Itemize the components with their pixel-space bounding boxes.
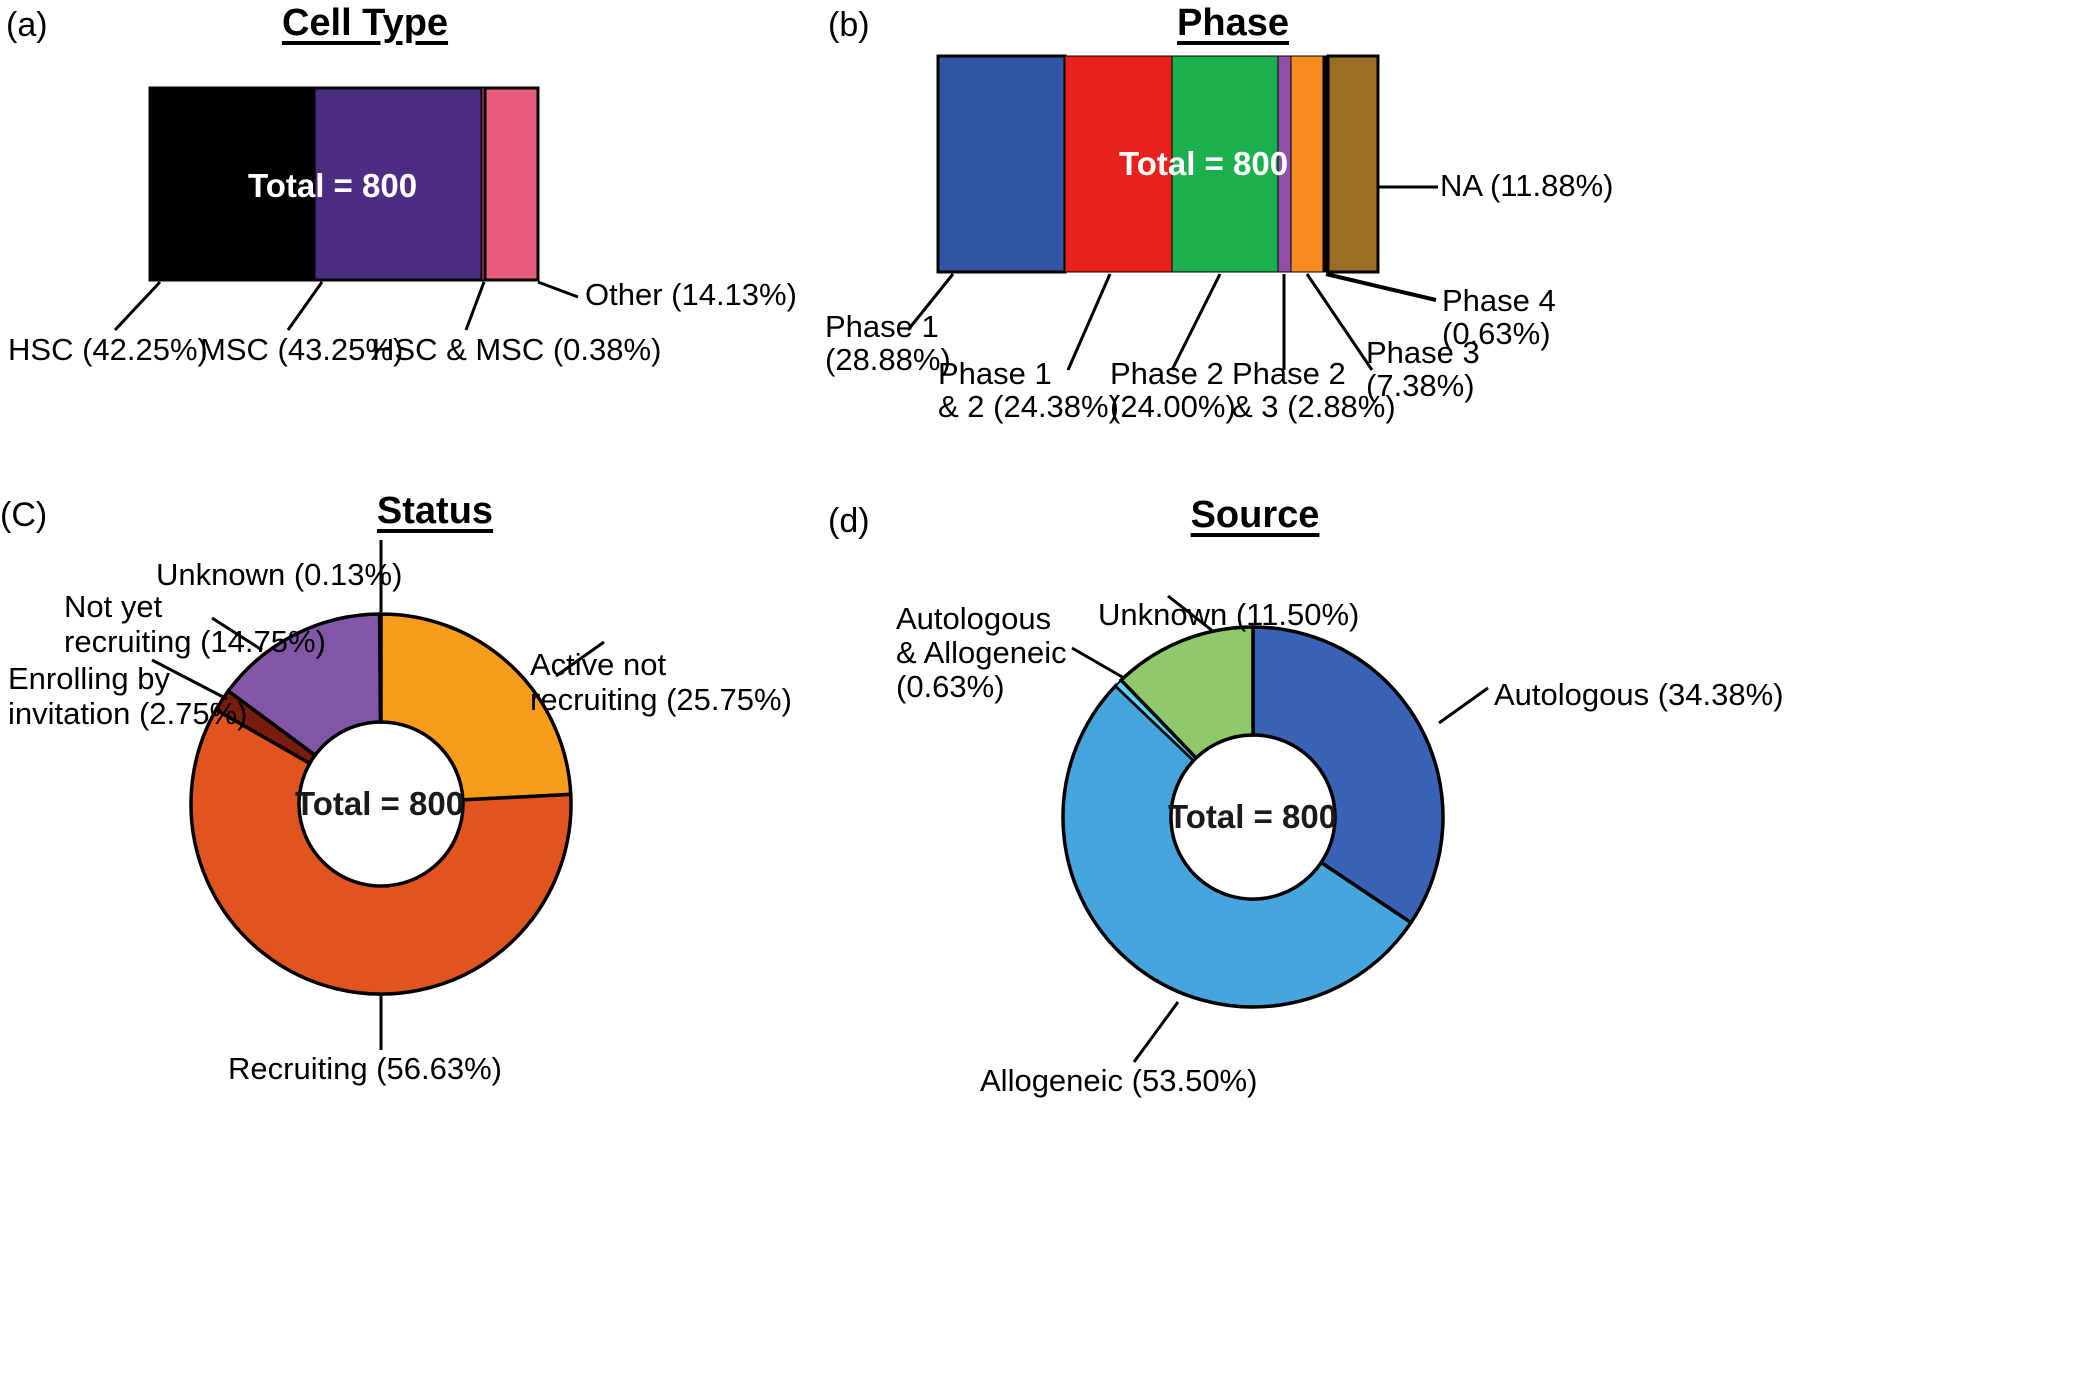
- label-not-yet-recruiting-line2: recruiting (14.75%): [64, 624, 326, 659]
- label-phase3-line1: Phase 3: [1366, 335, 1480, 370]
- donut-slice-unknown: [378, 612, 382, 724]
- leader-line-autologous-and-allogeneic: [1071, 646, 1125, 680]
- phase-bar-svg: [906, 54, 1438, 371]
- label-phase4-line1: Phase 4: [1442, 283, 1556, 318]
- label-enrolling-line1: Enrolling by: [8, 661, 170, 696]
- leader-line-phase2: [1170, 273, 1222, 371]
- leader-line-msc: [286, 281, 324, 331]
- bar-segment-other: [483, 86, 540, 282]
- bar-segment-phase1: [936, 54, 1067, 274]
- leader-line-hsc: [113, 280, 162, 332]
- panel-d-letter: (d): [828, 502, 870, 540]
- label-recruiting: Recruiting (56.63%): [228, 1051, 502, 1086]
- leader-line-active-not-recruiting: [555, 640, 605, 678]
- leader-line-phase1and2: [1066, 273, 1112, 371]
- leader-line-phase4: [1325, 272, 1437, 302]
- bar-segment-phase3: [1290, 55, 1324, 273]
- leader-line-hsc-msc: [464, 281, 486, 331]
- label-phase2-line2: (24.00%): [1110, 389, 1236, 424]
- label-msc: MSC (43.25%): [200, 332, 404, 367]
- leader-line-phase1: [906, 273, 955, 331]
- leader-line-allogeneic: [1132, 1001, 1180, 1063]
- label-autologous: Autologous (34.38%): [1494, 677, 1784, 712]
- leader-line-enrolling-by-invitation: [151, 658, 228, 701]
- status-total-label: Total = 800: [295, 785, 465, 822]
- panel-b-title: Phase: [1177, 2, 1289, 44]
- label-phase1and2-line2: & 2 (24.38%): [938, 389, 1119, 424]
- bar-segment-hsc: [148, 86, 316, 282]
- label-na: NA (11.88%): [1440, 168, 1614, 203]
- label-phase2and3-line1: Phase 2: [1232, 356, 1346, 391]
- donut-slice-active-not-recruiting: [379, 612, 573, 802]
- cell-type-total-label: Total = 800: [248, 167, 418, 204]
- label-active-not-recruiting-line1: Active not: [530, 647, 667, 682]
- panel-d-title: Source: [1190, 494, 1320, 536]
- phase-total-label: Total = 800: [1119, 145, 1289, 182]
- label-active-not-recruiting-line2: recruiting (25.75%): [530, 682, 792, 717]
- donut-slice-recruiting: [189, 707, 573, 996]
- donut-slice-allogeneic: [1061, 683, 1414, 1009]
- panel-a-title: Cell Type: [281, 2, 449, 44]
- label-phase1-line2: (28.88%): [825, 342, 951, 377]
- donut-slice-not-yet-recruiting: [225, 612, 383, 758]
- leader-line-autologous: [1438, 686, 1489, 725]
- bar-segment-na: [1326, 54, 1380, 274]
- cell-type-bar-svg: [113, 86, 579, 332]
- source-total-label: Total = 800: [1168, 798, 1338, 835]
- label-auto-allo-line1: Autologous: [896, 601, 1052, 636]
- panel-b-letter: (b): [828, 6, 870, 44]
- status-donut-svg: [151, 540, 605, 1050]
- label-phase2-line1: Phase 2: [1110, 356, 1224, 391]
- label-phase3-line2: (7.38%): [1366, 368, 1475, 403]
- label-allogeneic: Allogeneic (53.50%): [980, 1063, 1258, 1098]
- leader-line-phase3: [1305, 273, 1374, 371]
- panel-c-title: Status: [376, 490, 494, 532]
- label-phase1-line1: Phase 1: [825, 309, 939, 344]
- donut-slice-autologous: [1251, 625, 1445, 926]
- label-enrolling-line2: invitation (2.75%): [8, 696, 248, 731]
- panel-a-letter: (a): [6, 6, 48, 44]
- label-not-yet-recruiting-line1: Not yet: [64, 589, 163, 624]
- label-auto-allo-line3: (0.63%): [896, 669, 1005, 704]
- leader-line-other: [537, 280, 579, 299]
- label-other: Other (14.13%): [585, 277, 797, 312]
- label-phase1and2-line1: Phase 1: [938, 356, 1052, 391]
- donut-slice-unknown-source: [1118, 625, 1255, 761]
- panel-c-letter: (C): [0, 496, 48, 534]
- source-donut-svg: [1061, 594, 1489, 1063]
- leader-line-not-yet-recruiting: [211, 616, 263, 652]
- label-unknown-status: Unknown (0.13%): [156, 557, 403, 592]
- label-phase4-line2: (0.63%): [1442, 316, 1551, 351]
- label-phase2and3-line2: & 3 (2.88%): [1232, 389, 1396, 424]
- label-hsc: HSC (42.25%): [8, 332, 208, 367]
- label-auto-allo-line2: & Allogeneic: [896, 635, 1067, 670]
- label-hsc-msc: HSC & MSC (0.38%): [372, 332, 662, 367]
- leader-line-unknown-source: [1167, 594, 1215, 634]
- label-unknown-source: Unknown (11.50%): [1098, 597, 1360, 632]
